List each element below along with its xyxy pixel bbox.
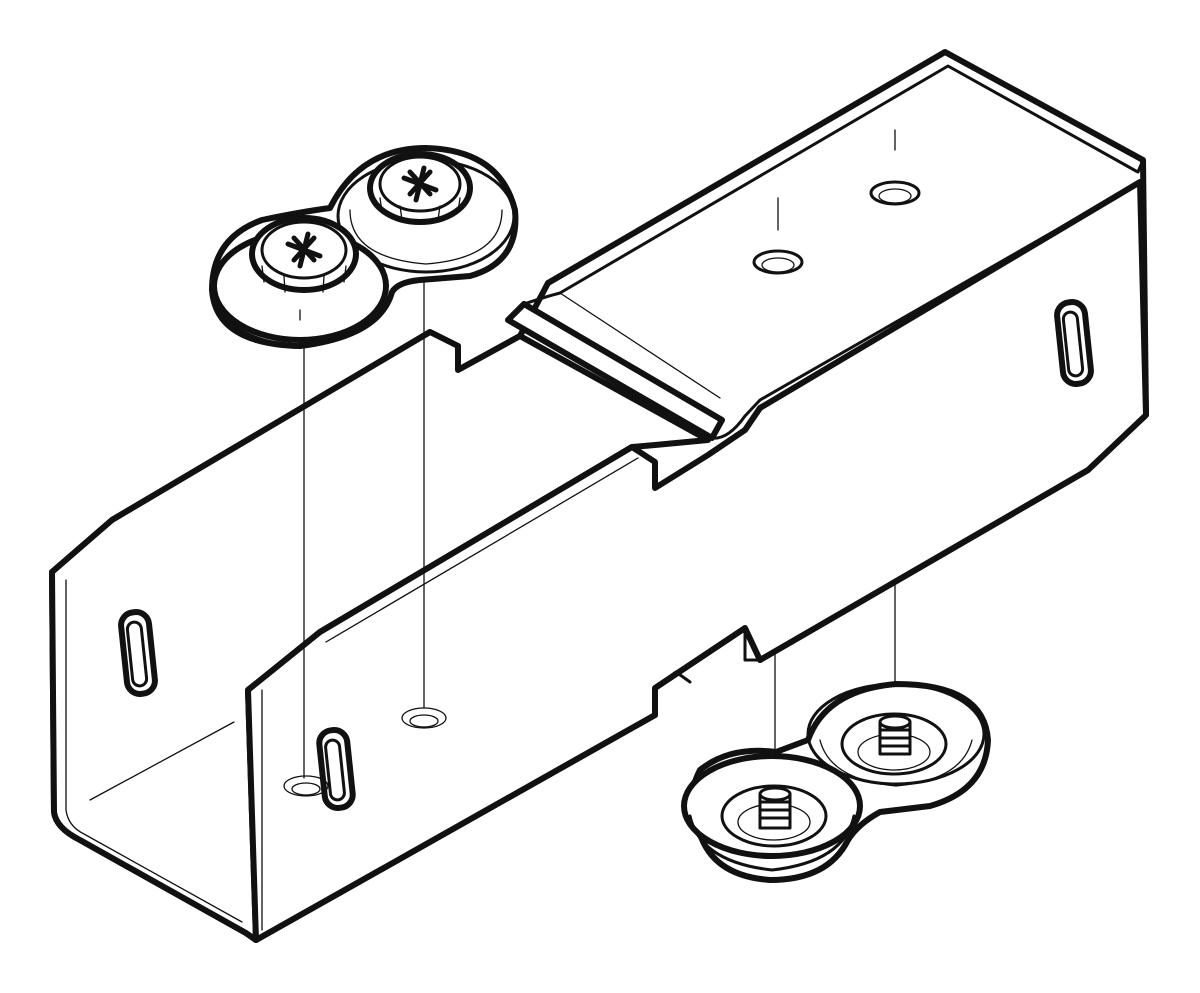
slot-left-front <box>316 727 356 811</box>
nut-front <box>681 753 863 872</box>
phillips-recess-rear <box>401 165 439 203</box>
hole-top-middle <box>752 249 804 275</box>
phillips-recess-front <box>285 231 323 269</box>
channel-bracket <box>49 49 1149 943</box>
hole-top-right <box>869 180 921 206</box>
lower-nut-pair <box>681 681 991 883</box>
channel-front-wall-edge <box>261 457 639 931</box>
slot-right <box>1054 299 1094 387</box>
channel-tab-bend <box>522 180 1142 440</box>
hole-bottom-left <box>283 775 329 797</box>
channel-left-inner-line <box>65 579 243 923</box>
stud-front <box>758 786 792 830</box>
nut-rear <box>806 682 986 787</box>
screw-rear <box>336 151 516 274</box>
slot-left-rear <box>118 609 158 697</box>
channel-top-flange-edge <box>559 65 1137 399</box>
channel-notch-left <box>630 445 657 490</box>
screw-front <box>211 215 389 348</box>
channel-tab <box>505 301 725 441</box>
channel-top-flange <box>546 50 1145 295</box>
channel-notch-top <box>428 330 460 372</box>
channel-notch-bottom <box>653 626 762 690</box>
stud-rear <box>878 714 912 756</box>
upper-screw-pair <box>209 145 519 349</box>
